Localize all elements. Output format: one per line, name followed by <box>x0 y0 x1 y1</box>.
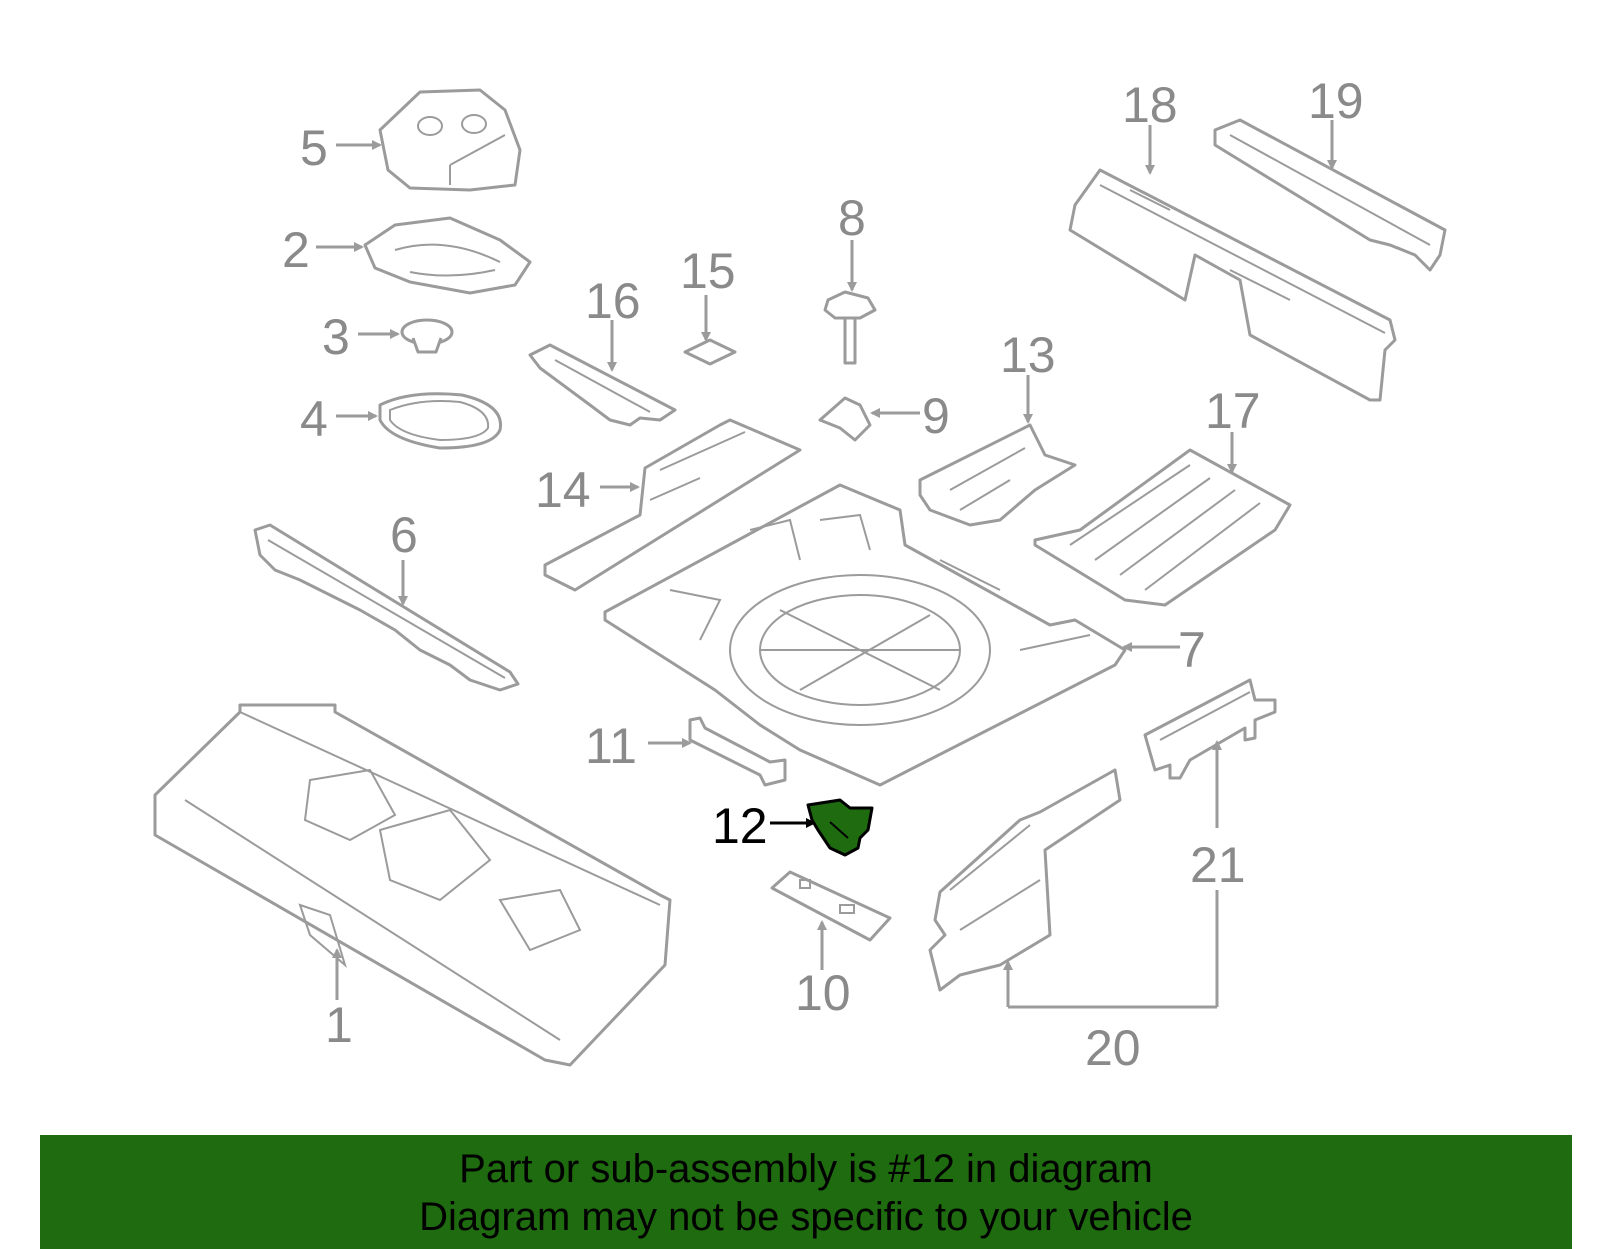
part-13 <box>918 423 1077 527</box>
callout-3: 3 <box>322 309 350 365</box>
part-14 <box>543 418 802 592</box>
part-6 <box>253 523 520 692</box>
part-7 <box>603 483 1127 787</box>
callout-16: 16 <box>585 273 641 329</box>
info-banner: Part or sub-assembly is #12 in diagram D… <box>40 1135 1572 1249</box>
callout-17: 17 <box>1205 383 1261 439</box>
banner-line-1: Part or sub-assembly is #12 in diagram <box>459 1147 1153 1191</box>
callout-21: 21 <box>1190 837 1246 893</box>
part-12 <box>806 798 874 857</box>
part-18 <box>1068 168 1397 402</box>
part-15 <box>683 338 737 366</box>
part-21 <box>1143 678 1277 780</box>
leaders-20-21 <box>1003 740 1222 1009</box>
banner-line-2: Diagram may not be specific to your vehi… <box>419 1195 1193 1239</box>
callout-19: 19 <box>1308 73 1364 129</box>
callout-13: 13 <box>1000 327 1056 383</box>
part-8 <box>823 290 877 365</box>
callout-2: 2 <box>282 222 310 278</box>
callout-8: 8 <box>838 190 866 246</box>
part-3 <box>400 318 454 354</box>
part-11 <box>688 716 787 787</box>
part-17 <box>1033 448 1292 607</box>
part-20 <box>928 768 1122 992</box>
callout-12: 12 <box>712 798 768 854</box>
callout-4: 4 <box>300 391 328 447</box>
part-1 <box>153 703 672 1067</box>
callout-18: 18 <box>1122 77 1178 133</box>
part-4 <box>378 392 502 450</box>
callout-10: 10 <box>795 965 851 1021</box>
callout-7: 7 <box>1178 622 1206 678</box>
part-16 <box>528 343 677 427</box>
callout-1: 1 <box>325 997 353 1053</box>
callout-5: 5 <box>300 120 328 176</box>
callout-9: 9 <box>922 388 950 444</box>
part-9 <box>818 396 872 442</box>
callout-14: 14 <box>535 462 591 518</box>
part-19 <box>1213 118 1447 272</box>
part-2 <box>363 216 532 295</box>
callout-11: 11 <box>585 718 637 774</box>
part-10 <box>770 870 892 942</box>
callout-6: 6 <box>390 507 418 563</box>
part-5 <box>378 88 522 192</box>
callout-20: 20 <box>1085 1020 1141 1076</box>
callout-15: 15 <box>680 243 736 299</box>
parts-diagram: 5 2 3 4 16 15 8 9 <box>153 73 1447 1076</box>
